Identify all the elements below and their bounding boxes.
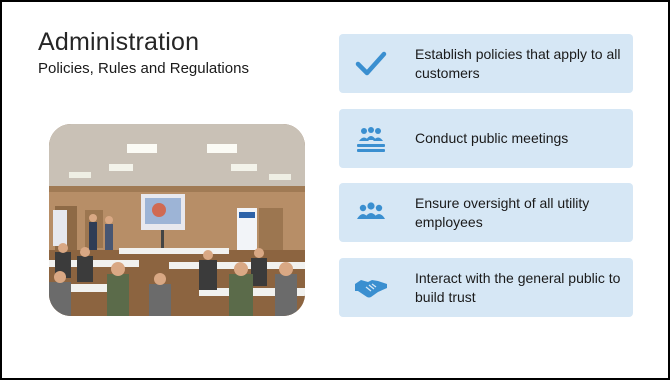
checkmark-icon xyxy=(353,46,389,82)
meeting-photo xyxy=(49,124,305,316)
card-establish-policies: Establish policies that apply to all cus… xyxy=(339,34,633,93)
audience-icon xyxy=(353,121,389,157)
handshake-icon xyxy=(353,270,389,306)
card-text: Conduct public meetings xyxy=(415,130,569,146)
card-interact-public: Interact with the general public to buil… xyxy=(339,258,633,317)
card-text: Establish policies that apply to all cus… xyxy=(415,45,621,81)
card-text: Ensure oversight of all utility employee… xyxy=(415,194,590,230)
card-text: Interact with the general public to buil… xyxy=(415,269,621,305)
card-public-meetings: Conduct public meetings xyxy=(339,109,633,168)
card-oversight: Ensure oversight of all utility employee… xyxy=(339,183,633,242)
group-icon xyxy=(353,195,389,231)
slide-subtitle: Policies, Rules and Regulations xyxy=(38,60,249,77)
slide-title: Administration xyxy=(38,28,200,56)
